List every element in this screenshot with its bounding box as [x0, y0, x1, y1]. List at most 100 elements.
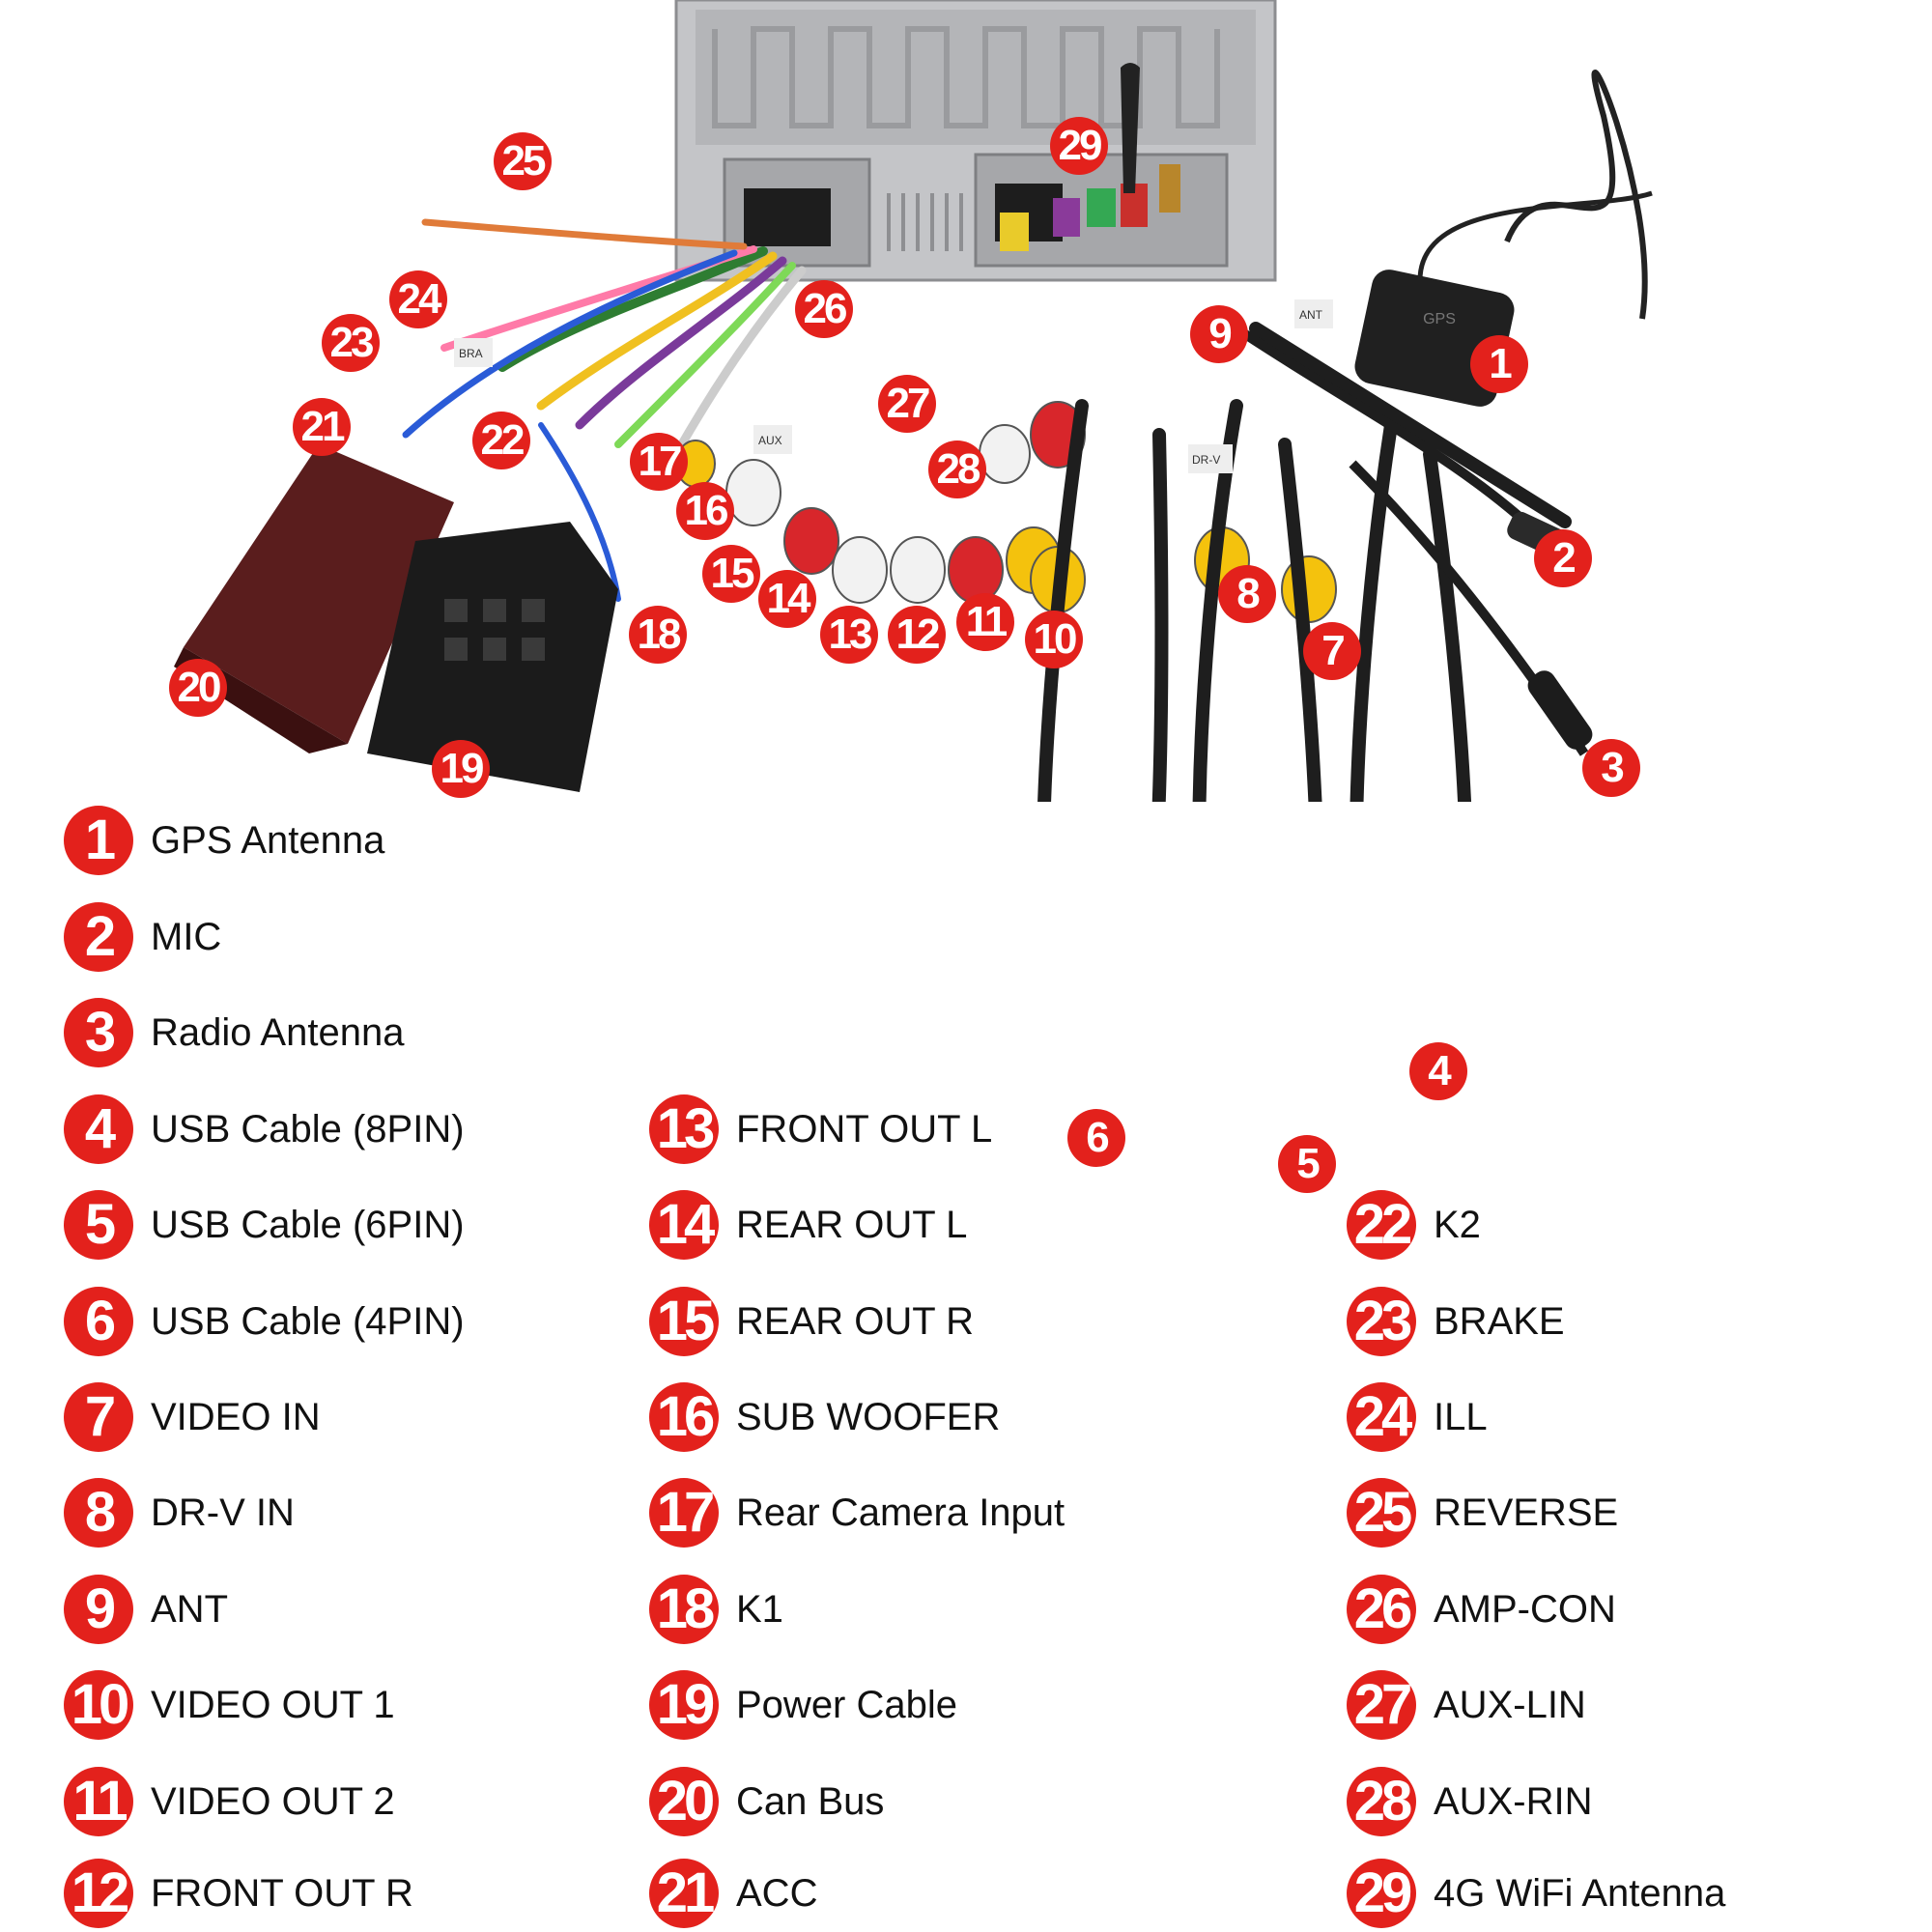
legend-item-1: 1 GPS Antenna [64, 802, 384, 879]
legend-item-11: 11 VIDEO OUT 2 [64, 1763, 395, 1840]
callout-15: 15 [702, 545, 760, 603]
legend-badge: 10 [64, 1670, 133, 1740]
legend-item-16: 16 SUB WOOFER [649, 1378, 1000, 1456]
legend-item-15: 15 REAR OUT R [649, 1283, 974, 1360]
legend-badge: 20 [649, 1767, 719, 1836]
legend-badge: 23 [1347, 1287, 1416, 1356]
legend-label: REAR OUT R [736, 1299, 974, 1343]
power-connector [367, 522, 618, 792]
callout-4: 4 [1409, 1042, 1467, 1100]
legend-badge: 6 [64, 1287, 133, 1356]
legend-badge: 25 [1347, 1478, 1416, 1548]
callout-9: 9 [1190, 305, 1248, 363]
callout-1: 1 [1470, 335, 1528, 393]
callout-27: 27 [878, 375, 936, 433]
legend-label: Can Bus [736, 1779, 885, 1823]
legend-label: VIDEO IN [151, 1395, 321, 1438]
callout-21: 21 [293, 398, 351, 456]
legend-badge: 1 [64, 806, 133, 875]
legend-label: ANT [151, 1587, 228, 1631]
legend-item-10: 10 VIDEO OUT 1 [64, 1666, 395, 1744]
callout-20: 20 [169, 659, 227, 717]
callout-3: 3 [1582, 739, 1640, 797]
legend-badge: 24 [1347, 1382, 1416, 1452]
legend-label: FRONT OUT L [736, 1107, 993, 1151]
callout-19: 19 [432, 740, 490, 798]
tag-brake: BRA [459, 347, 483, 360]
head-unit-chassis [674, 0, 1277, 282]
legend-badge: 18 [649, 1575, 719, 1644]
legend-badge: 26 [1347, 1575, 1416, 1644]
callout-12: 12 [888, 606, 946, 664]
tag-drv: DR-V [1192, 453, 1220, 467]
legend-label: USB Cable (8PIN) [151, 1107, 465, 1151]
legend-label: BRAKE [1434, 1299, 1565, 1343]
legend-badge: 14 [649, 1190, 719, 1260]
callout-2: 2 [1534, 529, 1592, 587]
legend-item-14: 14 REAR OUT L [649, 1186, 967, 1264]
legend-label: AMP-CON [1434, 1587, 1616, 1631]
legend-item-25: 25 REVERSE [1347, 1474, 1618, 1551]
legend-badge: 27 [1347, 1670, 1416, 1740]
legend-item-23: 23 BRAKE [1347, 1283, 1565, 1360]
legend-label: ACC [736, 1871, 818, 1915]
legend-label: Radio Antenna [151, 1010, 405, 1054]
legend-label: MIC [151, 915, 222, 958]
legend-badge: 5 [64, 1190, 133, 1260]
callout-10: 10 [1025, 611, 1083, 668]
legend-badge: 8 [64, 1478, 133, 1548]
legend-item-13: 13 FRONT OUT L [649, 1091, 992, 1168]
legend-item-18: 18 K1 [649, 1571, 783, 1648]
legend-badge: 7 [64, 1382, 133, 1452]
legend-item-9: 9 ANT [64, 1571, 228, 1648]
legend-badge: 13 [649, 1094, 719, 1164]
legend-badge: 21 [649, 1859, 719, 1928]
legend-label: Power Cable [736, 1683, 958, 1726]
cable-tags: ANT AUX DR-V BRA [454, 299, 1333, 473]
gps-module-label: GPS [1423, 311, 1456, 327]
legend-label: AUX-LIN [1434, 1683, 1586, 1726]
legend-badge: 19 [649, 1670, 719, 1740]
callout-18: 18 [629, 606, 687, 664]
legend-label: SUB WOOFER [736, 1395, 1001, 1438]
legend-item-29: 29 4G WiFi Antenna [1347, 1855, 1725, 1932]
legend-item-17: 17 Rear Camera Input [649, 1474, 1065, 1551]
legend-item-4: 4 USB Cable (8PIN) [64, 1091, 465, 1168]
legend-badge: 2 [64, 902, 133, 972]
tag-ant: ANT [1299, 308, 1323, 322]
legend-badge: 15 [649, 1287, 719, 1356]
legend-label: USB Cable (6PIN) [151, 1203, 465, 1246]
wire-harness [402, 218, 807, 602]
legend-badge: 22 [1347, 1190, 1416, 1260]
legend-item-5: 5 USB Cable (6PIN) [64, 1186, 465, 1264]
legend-badge: 29 [1347, 1859, 1416, 1928]
legend-badge: 16 [649, 1382, 719, 1452]
product-photo: GPS ANT AUX DR-V BRA [174, 0, 1653, 802]
legend-label: REAR OUT L [736, 1203, 968, 1246]
legend-item-8: 8 DR-V IN [64, 1474, 295, 1551]
legend-label: DR-V IN [151, 1491, 295, 1534]
legend-item-28: 28 AUX-RIN [1347, 1763, 1592, 1840]
legend-item-6: 6 USB Cable (4PIN) [64, 1283, 465, 1360]
legend-label: K1 [736, 1587, 783, 1631]
legend-label: ILL [1434, 1395, 1488, 1438]
legend-label: 4G WiFi Antenna [1434, 1871, 1726, 1915]
legend-badge: 4 [64, 1094, 133, 1164]
legend-badge: 17 [649, 1478, 719, 1548]
legend-item-12: 12 FRONT OUT R [64, 1855, 413, 1932]
legend-label: K2 [1434, 1203, 1481, 1246]
callout-22: 22 [472, 412, 530, 469]
legend-item-22: 22 K2 [1347, 1186, 1481, 1264]
callout-17: 17 [630, 433, 688, 491]
legend-item-20: 20 Can Bus [649, 1763, 884, 1840]
legend-item-26: 26 AMP-CON [1347, 1571, 1616, 1648]
legend-item-21: 21 ACC [649, 1855, 817, 1932]
legend-badge: 12 [64, 1859, 133, 1928]
usb-cables [1037, 322, 1572, 802]
legend-label: REVERSE [1434, 1491, 1619, 1534]
callout-16: 16 [676, 482, 734, 540]
legend-label: AUX-RIN [1434, 1779, 1593, 1823]
legend-badge: 11 [64, 1767, 133, 1836]
callout-24: 24 [389, 270, 447, 328]
tag-aux: AUX [758, 434, 782, 447]
